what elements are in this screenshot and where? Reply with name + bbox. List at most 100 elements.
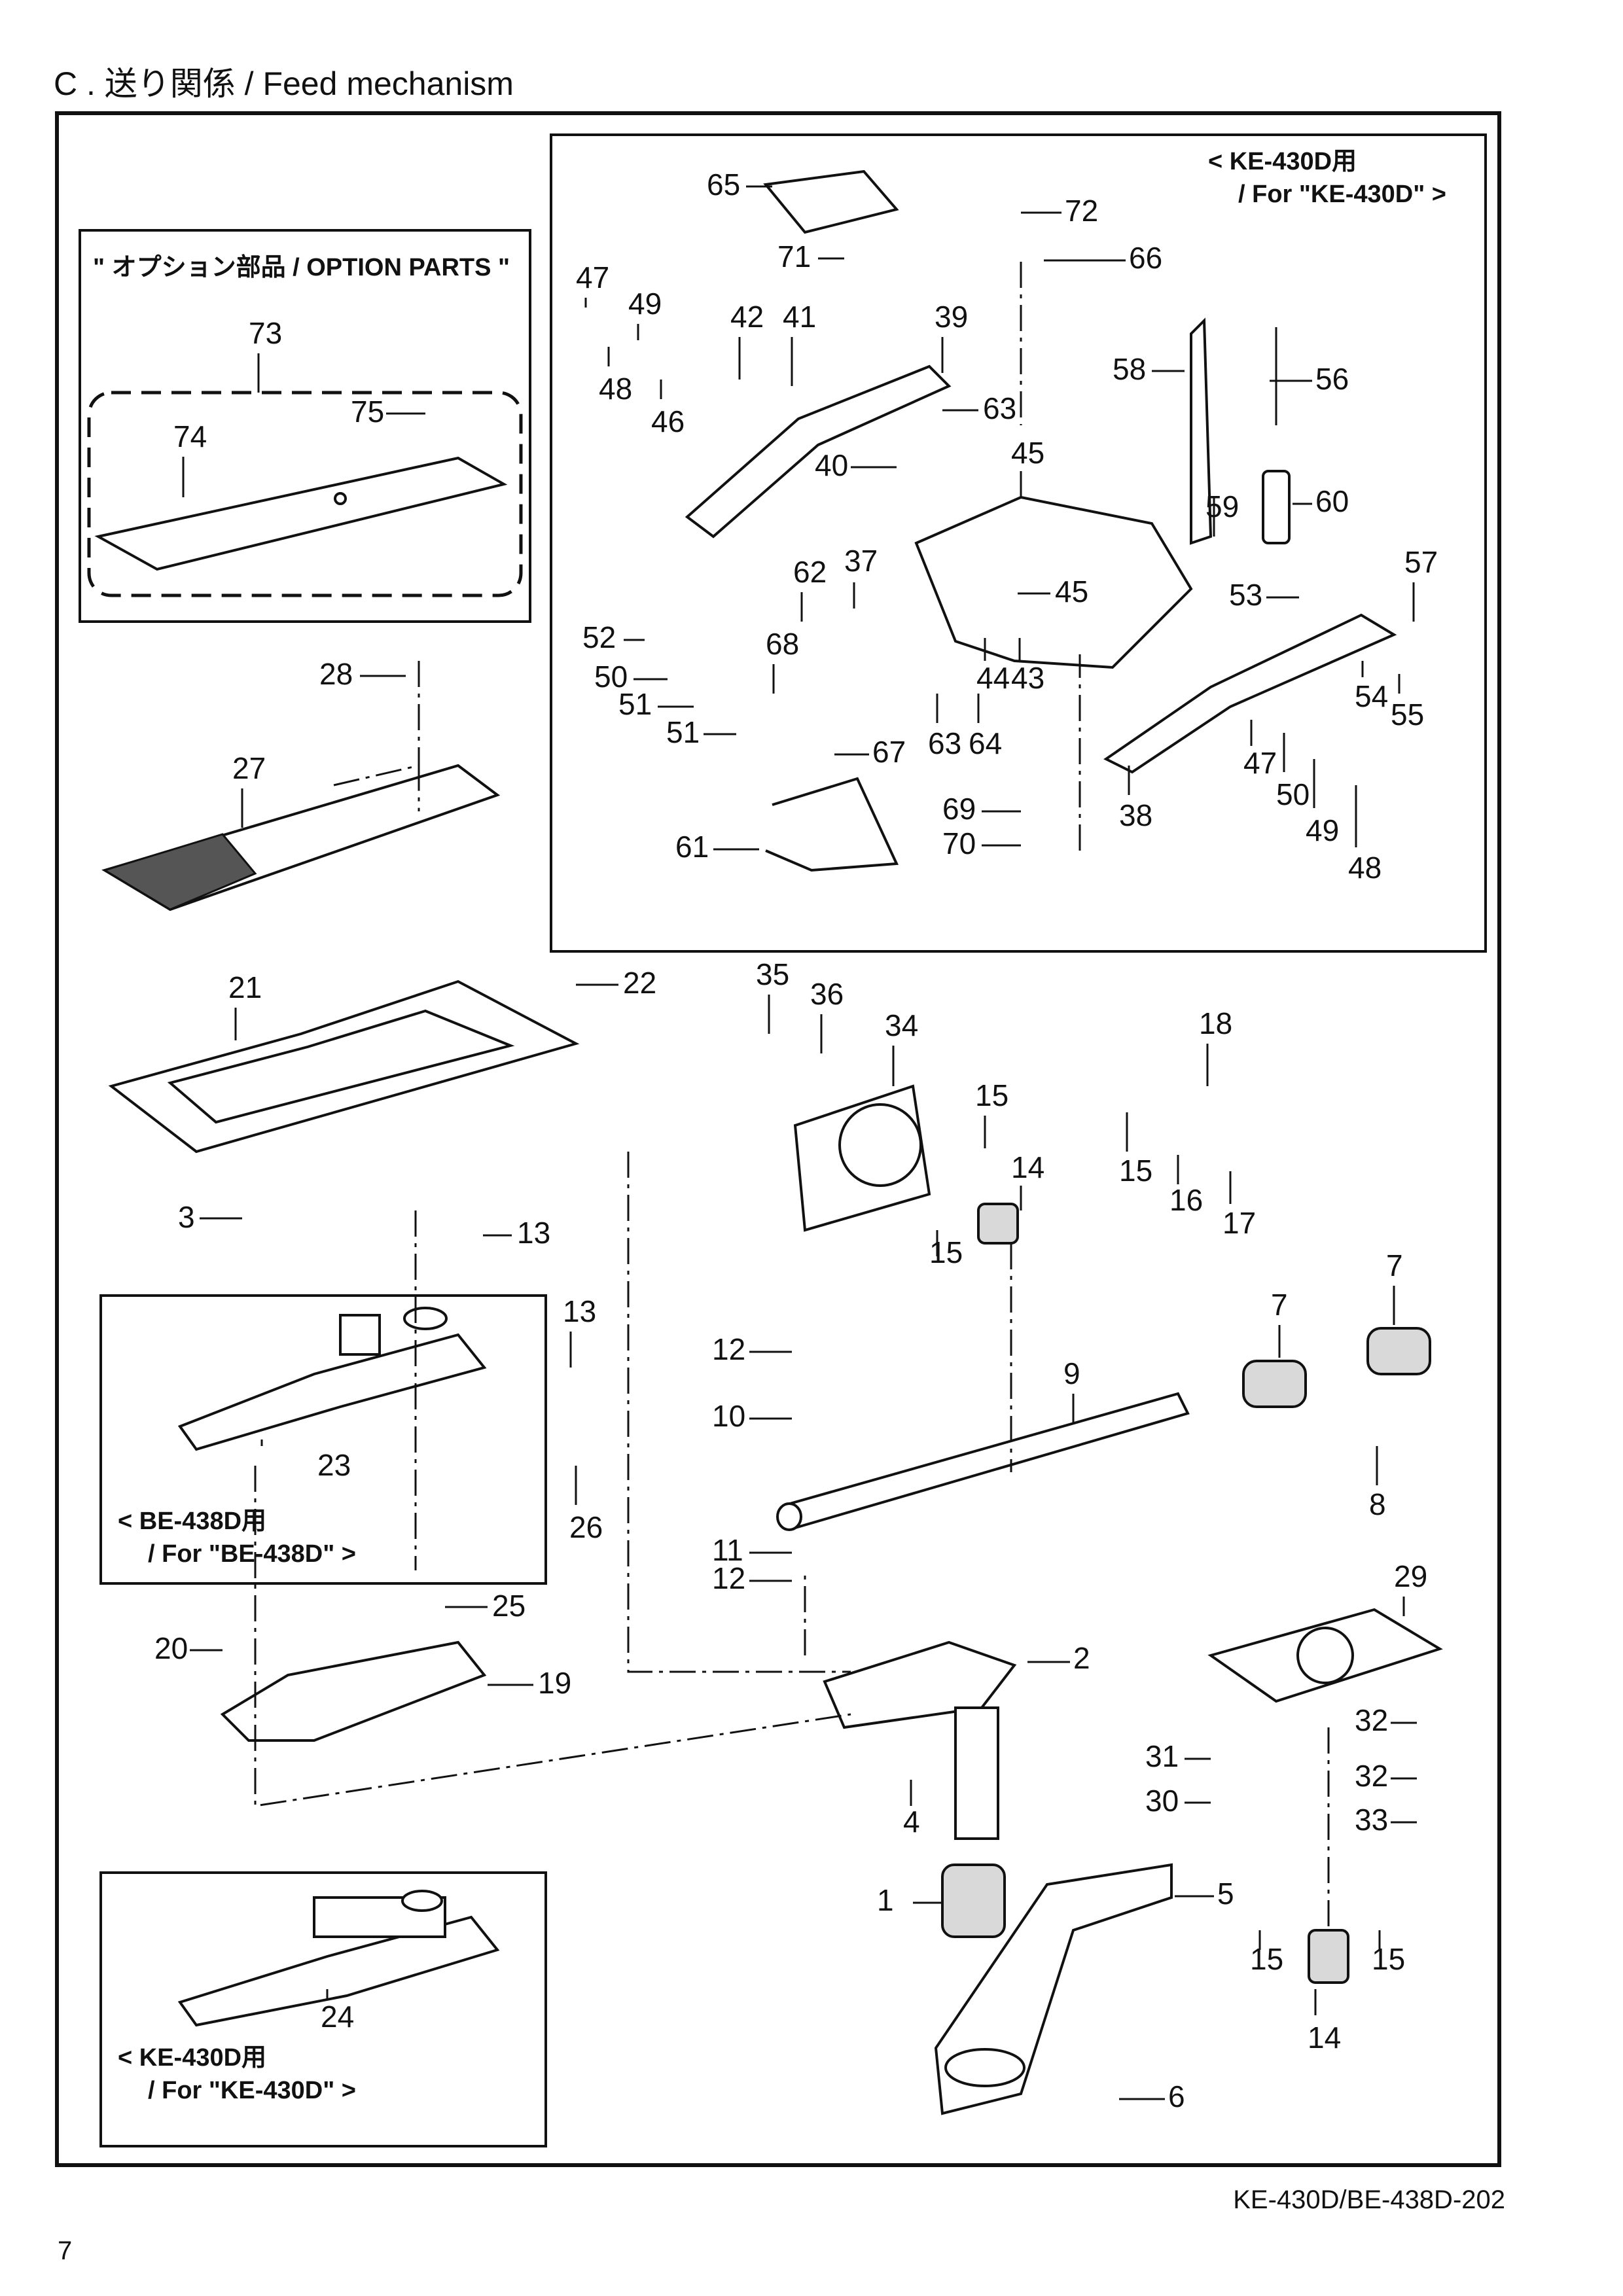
cover-66 <box>763 169 899 234</box>
callout-26: 26 <box>569 1510 603 1544</box>
callout-9: 9 <box>1063 1356 1080 1390</box>
callout-40: 40 <box>815 448 848 482</box>
be438d-caption: < BE-438D用 / For "BE-438D" > <box>118 1505 356 1570</box>
callout-32: 32 <box>1355 1759 1388 1793</box>
ke430d-option-frame <box>550 133 1487 953</box>
ke430d-top-caption-line1: < KE-430D用 <box>1208 148 1357 175</box>
centerline-feed <box>627 1152 851 1673</box>
ke430d-bottom-caption: < KE-430D用 / For "KE-430D" > <box>118 2041 356 2107</box>
option-parts-frame <box>79 229 531 623</box>
callout-61: 61 <box>675 830 709 864</box>
callout-15: 15 <box>1119 1154 1152 1188</box>
callout-12: 12 <box>712 1332 745 1366</box>
callout-28: 28 <box>319 657 353 691</box>
diagram-frame <box>55 111 1501 2167</box>
callout-56: 56 <box>1315 362 1349 396</box>
callout-42: 42 <box>730 300 764 334</box>
callout-39: 39 <box>935 300 968 334</box>
callout-22: 22 <box>623 966 656 1000</box>
callout-74: 74 <box>173 419 207 453</box>
feed-bracket-24 <box>177 1333 487 1451</box>
page-number: 7 <box>58 2236 73 2265</box>
callout-58: 58 <box>1113 352 1146 386</box>
document-code: KE-430D/BE-438D-202 <box>1233 2185 1505 2214</box>
bushing-1 <box>941 1863 1006 1938</box>
throat-plate-pattern <box>102 833 257 911</box>
callout-5: 5 <box>1217 1877 1234 1911</box>
callout-75: 75 <box>351 395 384 429</box>
callout-55: 55 <box>1391 698 1424 732</box>
ke430d-bottom-caption-line2: / For "KE-430D" > <box>148 2077 356 2104</box>
callout-33: 33 <box>1355 1803 1388 1837</box>
callout-59: 59 <box>1205 489 1239 523</box>
callout-44: 44 <box>976 661 1010 695</box>
callout-51: 51 <box>666 715 700 749</box>
callout-15: 15 <box>1250 1942 1283 1976</box>
callout-36: 36 <box>810 977 844 1011</box>
gear-14a <box>977 1203 1019 1245</box>
callout-7: 7 <box>1386 1248 1403 1282</box>
callout-7: 7 <box>1271 1288 1288 1322</box>
callout-29: 29 <box>1394 1559 1427 1593</box>
callout-15: 15 <box>975 1078 1008 1112</box>
bushing-7b <box>1366 1327 1431 1375</box>
frame-38 <box>914 495 1193 669</box>
callout-12: 12 <box>712 1561 745 1595</box>
callout-64: 64 <box>969 726 1002 760</box>
ke430d-top-caption-line2: / For "KE-430D" > <box>1238 181 1446 208</box>
page-title: C . 送り関係 / Feed mechanism <box>54 65 514 102</box>
callout-15: 15 <box>1372 1942 1405 1976</box>
wire-62 <box>765 777 899 872</box>
callout-48: 48 <box>599 372 632 406</box>
callout-49: 49 <box>628 287 662 321</box>
feed-lever-40 <box>685 364 952 539</box>
callout-67: 67 <box>872 735 906 769</box>
centerline-20 <box>254 1466 851 1807</box>
callout-43: 43 <box>1011 661 1044 695</box>
callout-4: 4 <box>903 1805 920 1839</box>
option-plate <box>94 456 508 571</box>
callout-63: 63 <box>983 391 1016 425</box>
be438d-frame <box>99 1294 547 1585</box>
option-kit-outline <box>87 391 523 597</box>
callout-13: 13 <box>563 1294 596 1328</box>
feed-plate-20 <box>220 1640 487 1742</box>
callout-48: 48 <box>1348 851 1382 885</box>
callout-24: 24 <box>321 2000 354 2034</box>
feed-bracket-post <box>339 1314 381 1356</box>
callout-27: 27 <box>232 751 266 785</box>
spring-59 <box>1190 317 1213 545</box>
callout-38: 38 <box>1119 798 1152 832</box>
callout-63: 63 <box>928 726 961 760</box>
callout-46: 46 <box>651 404 685 438</box>
callout-47: 47 <box>576 260 609 294</box>
callout-45: 45 <box>1011 436 1044 470</box>
callout-19: 19 <box>538 1666 571 1700</box>
callout-21: 21 <box>228 970 262 1004</box>
callout-65: 65 <box>707 168 740 202</box>
ke430d-top-caption: < KE-430D用 / For "KE-430D" > <box>1208 145 1446 211</box>
callout-72: 72 <box>1065 194 1098 228</box>
callout-62: 62 <box>793 555 827 589</box>
ke430d-bottom-frame <box>99 1871 547 2147</box>
callout-23: 23 <box>317 1448 351 1482</box>
callout-6: 6 <box>1168 2079 1185 2113</box>
callout-57: 57 <box>1404 545 1438 579</box>
callout-3: 3 <box>178 1200 195 1234</box>
callout-10: 10 <box>712 1399 745 1433</box>
callout-25: 25 <box>492 1589 526 1623</box>
callout-70: 70 <box>942 826 976 860</box>
callout-51: 51 <box>618 687 652 721</box>
callout-2: 2 <box>1073 1641 1090 1675</box>
callout-34: 34 <box>885 1008 918 1042</box>
callout-71: 71 <box>777 239 811 274</box>
callout-14: 14 <box>1308 2021 1341 2055</box>
callout-47: 47 <box>1243 746 1277 780</box>
callout-41: 41 <box>783 300 816 334</box>
callout-37: 37 <box>844 544 878 578</box>
feed-lever-39 <box>1103 613 1397 774</box>
callout-1: 1 <box>877 1883 894 1917</box>
option-parts-caption: " オプション部品 / OPTION PARTS " <box>93 254 510 281</box>
callout-69: 69 <box>942 792 976 826</box>
callout-45: 45 <box>1055 574 1088 609</box>
